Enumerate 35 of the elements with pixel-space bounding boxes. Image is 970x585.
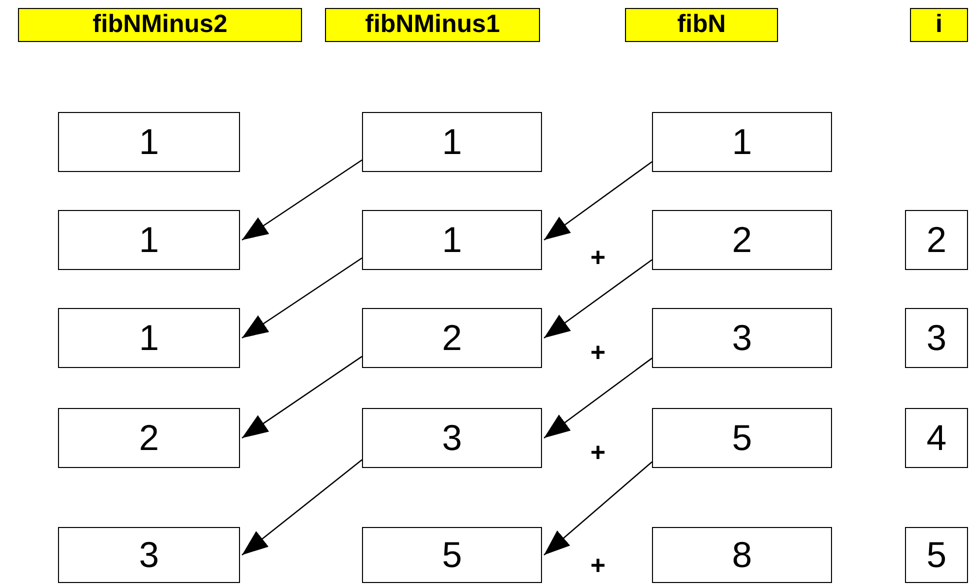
header-box: fibN — [625, 8, 778, 42]
value-box: 5 — [652, 408, 832, 468]
value-box: 3 — [652, 308, 832, 368]
value-box: 3 — [58, 527, 240, 583]
value-box: 3 — [362, 408, 542, 468]
value-box: 1 — [58, 308, 240, 368]
arrow — [242, 356, 362, 439]
value-box: 1 — [58, 210, 240, 270]
value-box: 5 — [905, 527, 968, 583]
value-box: 1 — [58, 112, 240, 172]
value-box: 4 — [905, 408, 968, 468]
header-box: i — [910, 8, 968, 42]
arrow — [242, 257, 362, 339]
value-box: 5 — [362, 527, 542, 583]
value-box: 2 — [652, 210, 832, 270]
value-box: 2 — [58, 408, 240, 468]
value-box: 3 — [905, 308, 968, 368]
value-box: 1 — [362, 210, 542, 270]
plus-sign: + — [590, 552, 606, 578]
arrow — [242, 159, 362, 241]
value-box: 2 — [905, 210, 968, 270]
arrow — [544, 461, 652, 556]
arrow — [544, 358, 652, 439]
header-box: fibNMinus2 — [18, 8, 302, 42]
value-box: 1 — [652, 112, 832, 172]
value-box: 8 — [652, 527, 832, 583]
header-box: fibNMinus1 — [325, 8, 540, 42]
arrow — [544, 259, 652, 339]
arrow — [242, 459, 362, 556]
value-box: 2 — [362, 308, 542, 368]
plus-sign: + — [590, 339, 606, 365]
value-box: 1 — [362, 112, 542, 172]
arrow — [544, 161, 652, 241]
plus-sign: + — [590, 439, 606, 465]
plus-sign: + — [590, 244, 606, 270]
